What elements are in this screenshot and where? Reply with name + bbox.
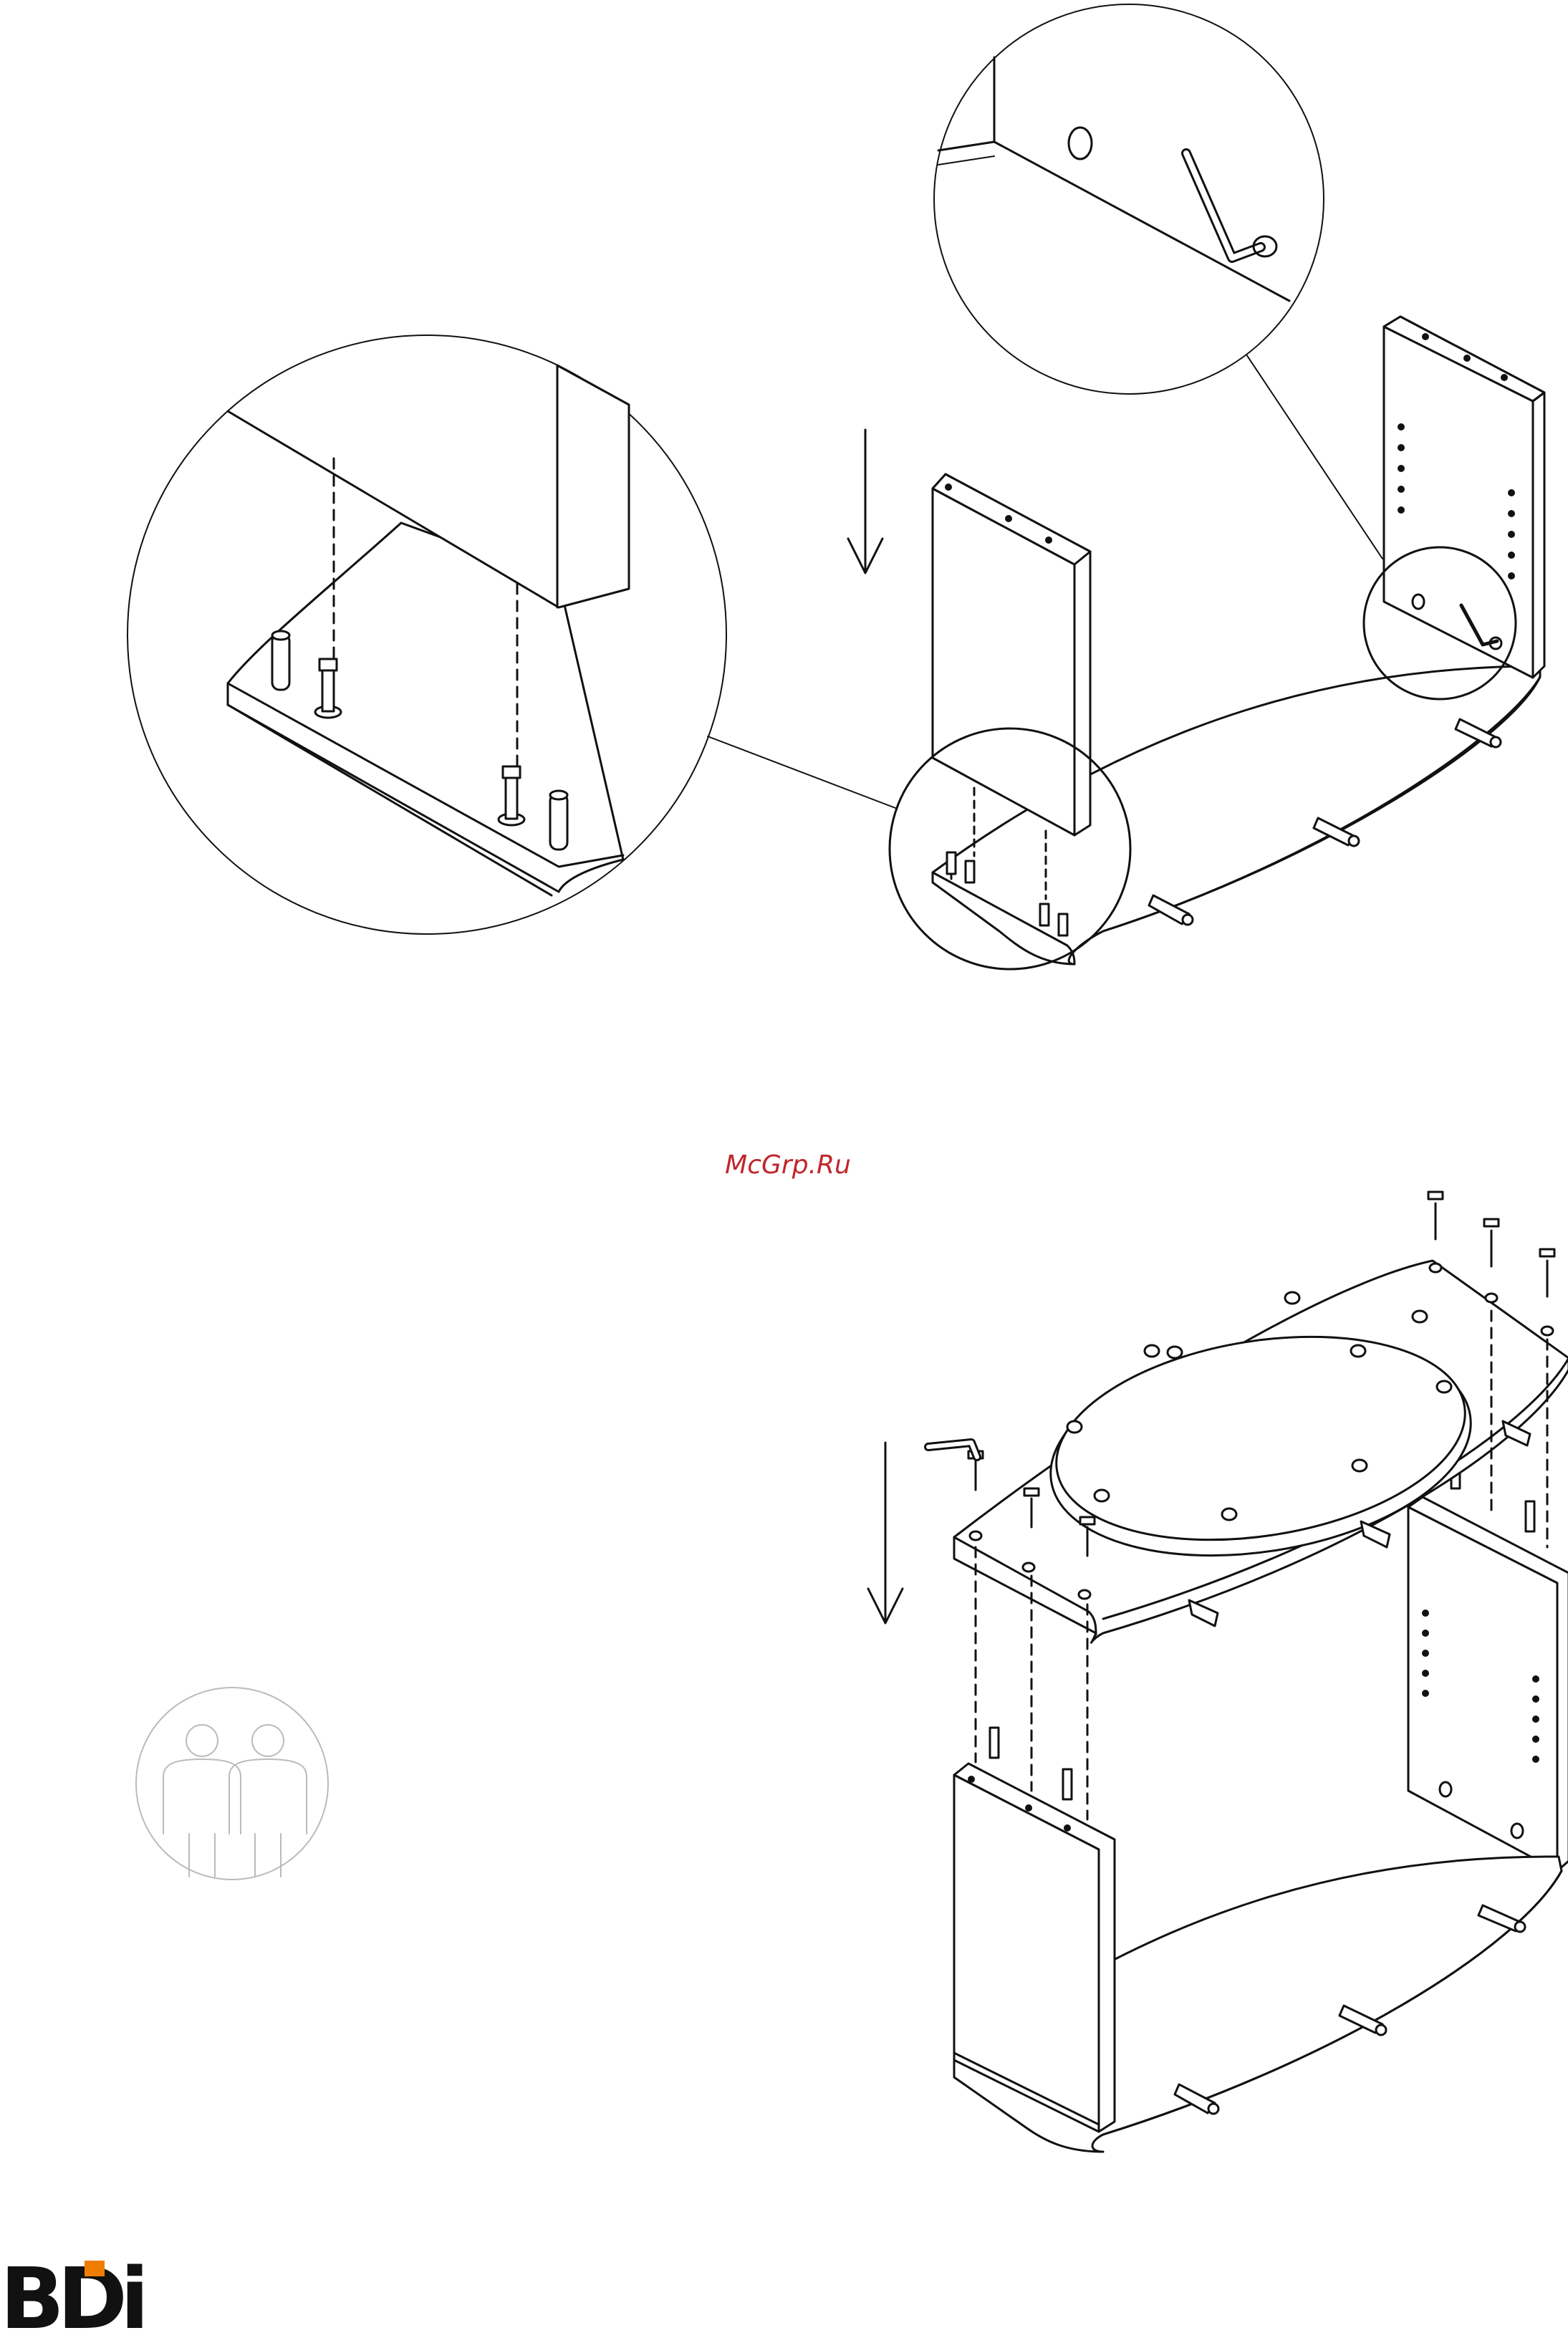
- detail-circle-hex-key: [934, 4, 1324, 394]
- callout-line: [1246, 355, 1382, 559]
- step-1-illustration: [128, 4, 1544, 969]
- arrow-down-icon: [868, 1443, 903, 1623]
- arrow-down-icon: [848, 430, 882, 573]
- two-person-icon: [136, 1688, 328, 1880]
- callout-line: [708, 736, 895, 808]
- hex-key-icon: [1186, 153, 1276, 258]
- watermark: McGrp.Ru: [716, 1150, 860, 1180]
- brand-logo-text: BDi: [0, 2256, 142, 2341]
- brand-logo: BDi: [0, 2256, 107, 2338]
- side-panel-right: [1384, 317, 1544, 678]
- step-2-illustration: [868, 1192, 1568, 2152]
- side-panel-left: [933, 474, 1090, 835]
- logo-accent-dot: [85, 2261, 105, 2276]
- detail-circle-dowels: [128, 335, 726, 934]
